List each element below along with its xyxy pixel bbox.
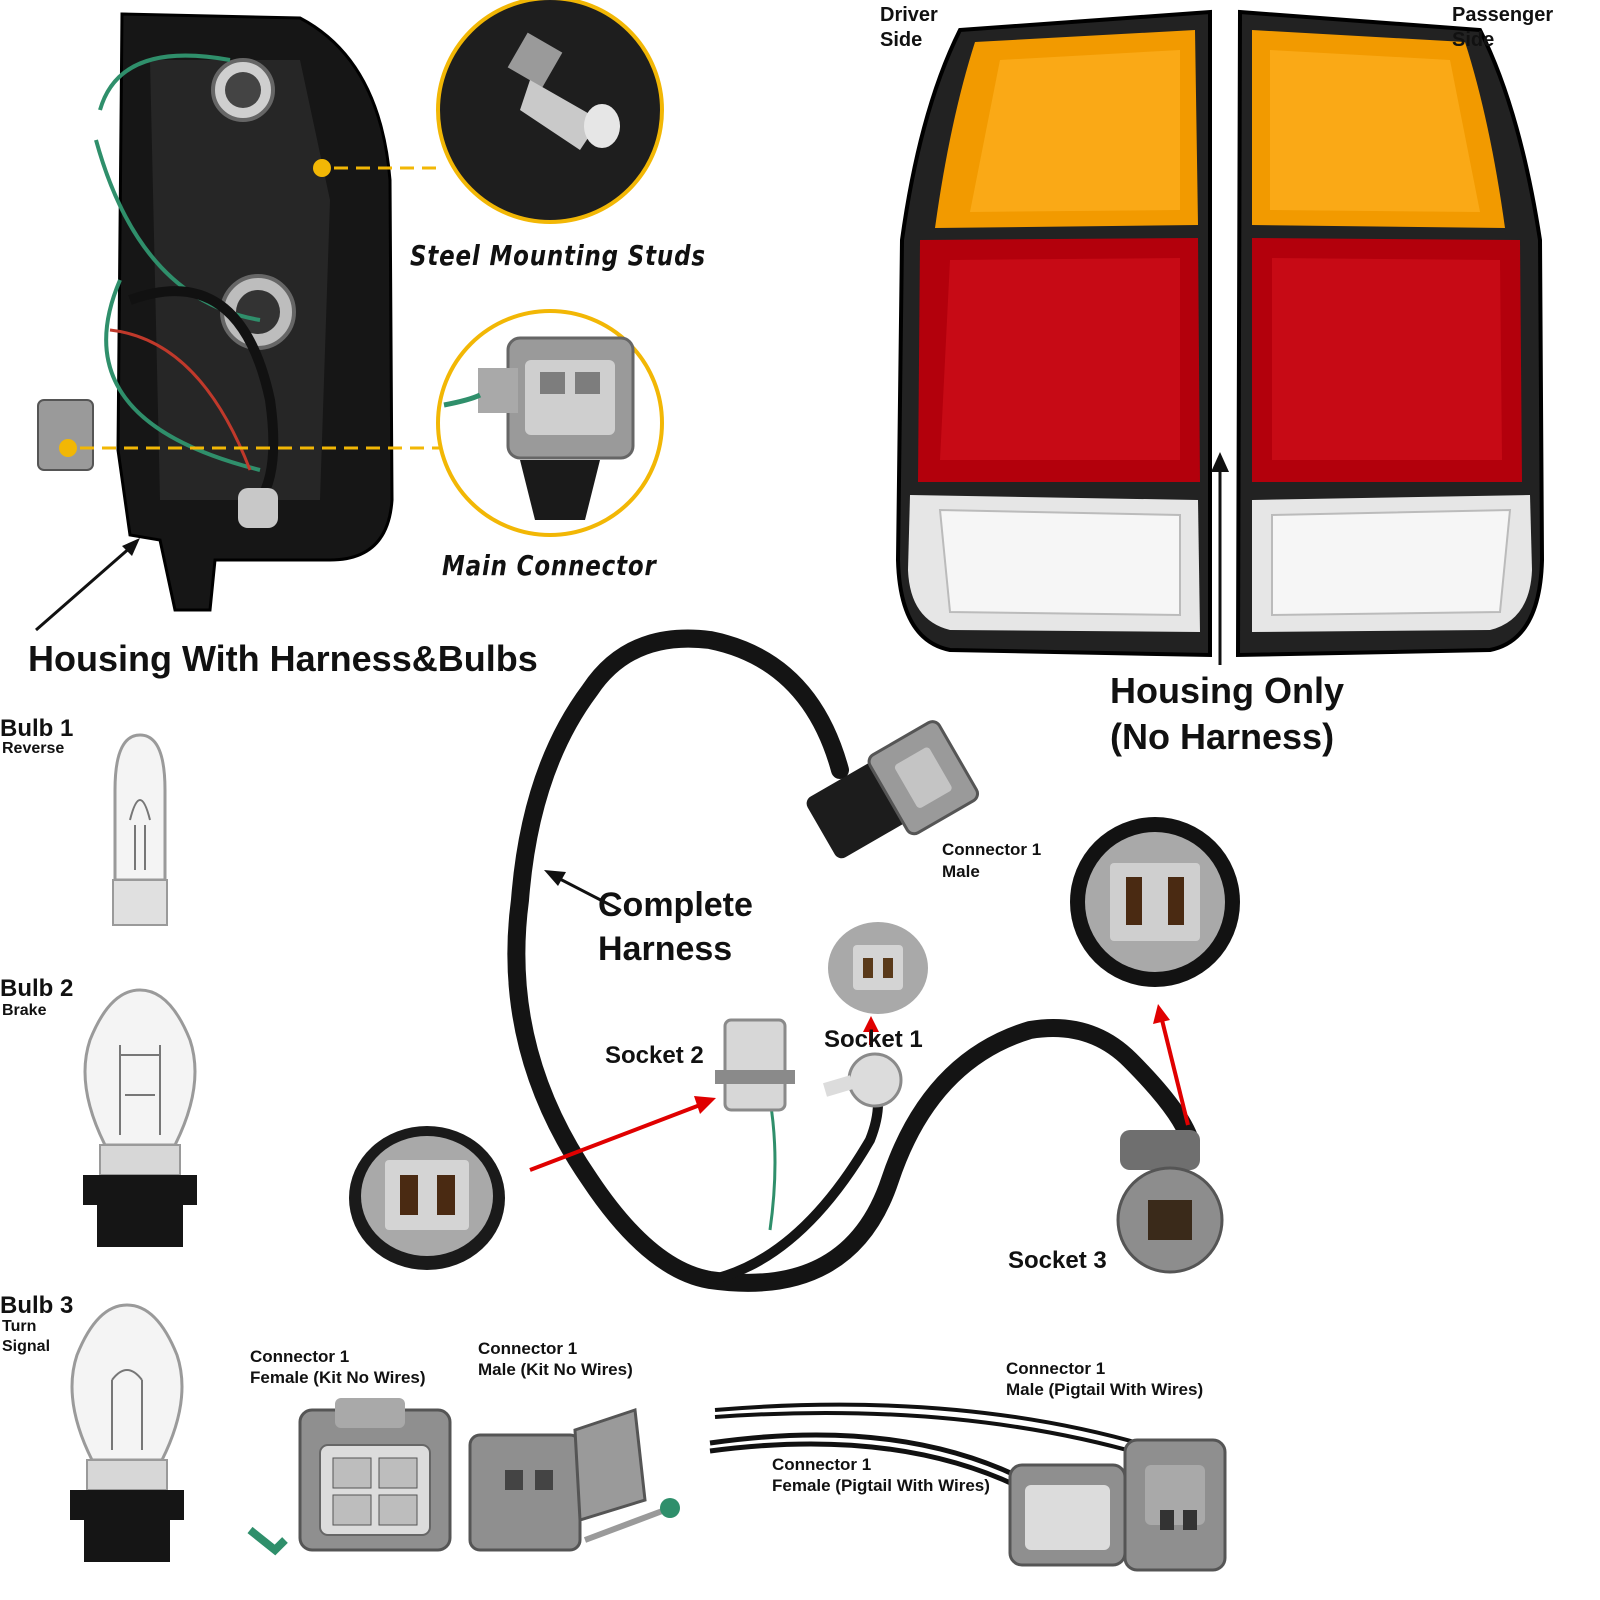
bulb2-sub: Brake [2,1002,47,1019]
socket3-detail [1070,817,1240,987]
kit-male-label-line1: Connector 1 [478,1339,578,1358]
bulb1-sub: Reverse [2,740,65,757]
housing-only-label-line2: (No Harness) [1110,716,1335,757]
socket3-label: Socket 3 [1008,1247,1107,1274]
bulb3-title: Bulb 3 [0,1292,74,1319]
socket1-detail [828,922,928,1014]
pigtail-male-label-line2: Male (Pigtail With Wires) [1006,1380,1204,1399]
socket1-label: Socket 1 [824,1026,923,1053]
complete-harness-illustration [507,629,1224,1292]
housing-rear-illustration [35,0,664,632]
pigtail-female-label-line2: Female (Pigtail With Wires) [772,1476,990,1495]
bulb2-illustration [83,988,197,1247]
kit-female-label-line2: Female (Kit No Wires) [250,1368,426,1387]
kit-female-connector [247,1398,452,1556]
bulb3-illustration [70,1303,184,1562]
bulb1-illustration [112,733,168,926]
tail-lights-illustration [895,9,1545,665]
kit-female-label-line1: Connector 1 [250,1347,350,1366]
driver-side-label-line1: Driver [880,4,938,26]
pigtail-female-label-line1: Connector 1 [772,1455,872,1474]
steel-mounting-studs-label: Steel Mounting Studs [410,239,706,272]
kit-male-label-line2: Male (Kit No Wires) [478,1360,633,1379]
driver-side-label-line2: Side [880,29,923,51]
bulb1-title: Bulb 1 [0,715,74,742]
bulb3-sub-line2: Signal [2,1338,51,1355]
passenger-side-label-line2: Side [1452,29,1495,51]
housing-only-label-line1: Housing Only [1110,670,1344,711]
housing-with-harness-label: Housing With Harness&Bulbs [28,638,538,679]
bulb3-sub-line1: Turn [2,1318,37,1335]
pigtail-male-label-line1: Connector 1 [1006,1359,1106,1378]
pigtail-connectors [709,1402,1227,1572]
complete-harness-label-line1: Complete [598,886,753,924]
main-connector-label: Main Connector [442,549,657,582]
connector1-male-label-line1: Connector 1 [942,840,1042,859]
kit-male-connector [468,1407,680,1552]
bulb2-title: Bulb 2 [0,975,74,1002]
passenger-side-label-line1: Passenger [1452,4,1554,26]
socket2-detail [349,1126,505,1270]
complete-harness-label-line2: Harness [598,930,733,968]
connector1-male-label-line2: Male [942,862,980,881]
socket2-label: Socket 2 [605,1042,704,1069]
